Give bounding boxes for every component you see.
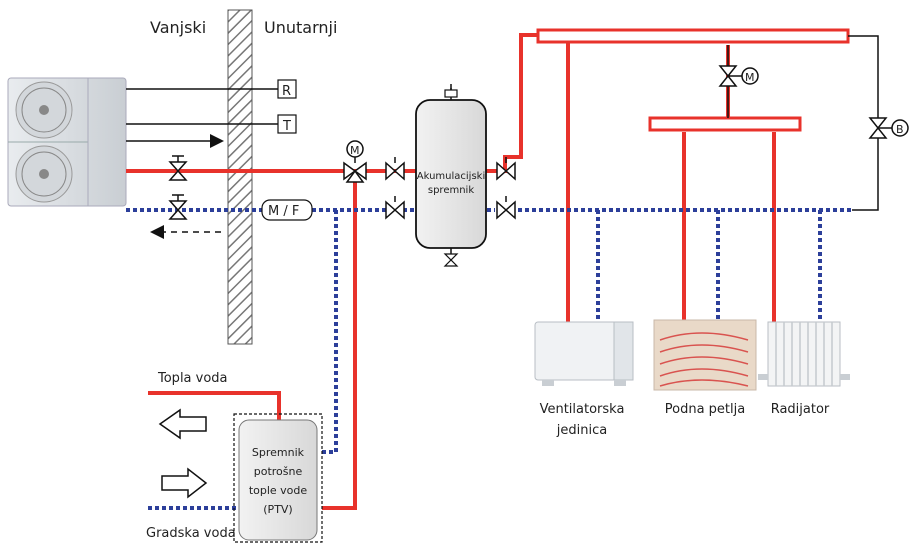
three-way-valve-label: M bbox=[350, 144, 360, 157]
indoor-label: Unutarnji bbox=[264, 18, 337, 37]
supply-manifold-mid bbox=[648, 116, 802, 132]
arrow-icon bbox=[126, 134, 224, 148]
arrow-icon bbox=[150, 225, 224, 239]
valve-icon bbox=[168, 155, 188, 181]
dhw-label-line4: (PTV) bbox=[263, 503, 292, 516]
dhw-label-line2: potrošne bbox=[254, 465, 303, 478]
motor-valve-label: M bbox=[745, 71, 755, 84]
dhw-label-line1: Spremnik bbox=[252, 446, 305, 459]
tank-label-line2: spremnik bbox=[428, 185, 474, 196]
floor-loop-label: Podna petlja bbox=[665, 402, 745, 417]
valve-icon bbox=[168, 194, 188, 220]
city-water-label: Gradska voda bbox=[146, 526, 236, 541]
valve-icon bbox=[385, 196, 405, 220]
arrow-icon bbox=[158, 408, 207, 440]
supply-manifold-top bbox=[536, 28, 850, 44]
buffer-tank bbox=[415, 84, 487, 267]
valve-icon bbox=[496, 196, 516, 220]
mf-label: M / F bbox=[268, 204, 299, 219]
bypass-valve-icon: B bbox=[868, 117, 909, 139]
wall bbox=[227, 9, 253, 345]
fan-coil-icon bbox=[534, 321, 634, 386]
mf-box bbox=[261, 199, 313, 221]
sensor-r-label: R bbox=[282, 84, 291, 99]
outdoor-unit-icon bbox=[7, 77, 127, 207]
three-way-valve-icon: M bbox=[343, 140, 367, 183]
bypass-valve-label: B bbox=[896, 123, 904, 136]
fan-coil-label-line2: jedinica bbox=[556, 423, 607, 438]
dhw-tank bbox=[233, 413, 323, 543]
valve-icon bbox=[385, 157, 405, 181]
fan-coil-label-line1: Ventilatorska bbox=[540, 402, 625, 417]
sensor-t-label: T bbox=[282, 119, 291, 134]
radiator-label: Radijator bbox=[771, 402, 830, 417]
dhw-label-line3: tople vode bbox=[249, 484, 308, 497]
arrow-icon bbox=[161, 467, 208, 499]
outdoor-label: Vanjski bbox=[150, 18, 206, 37]
sensor-t-box bbox=[277, 114, 297, 134]
underfloor-heating-icon bbox=[653, 319, 757, 391]
radiator-icon bbox=[758, 321, 850, 387]
sensor-r-box bbox=[277, 79, 297, 99]
hot-water-label: Topla voda bbox=[157, 371, 228, 386]
motor-valve-icon: M bbox=[718, 65, 759, 87]
tank-label-line1: Akumulacijski bbox=[417, 171, 485, 182]
valve-icon bbox=[496, 157, 516, 181]
